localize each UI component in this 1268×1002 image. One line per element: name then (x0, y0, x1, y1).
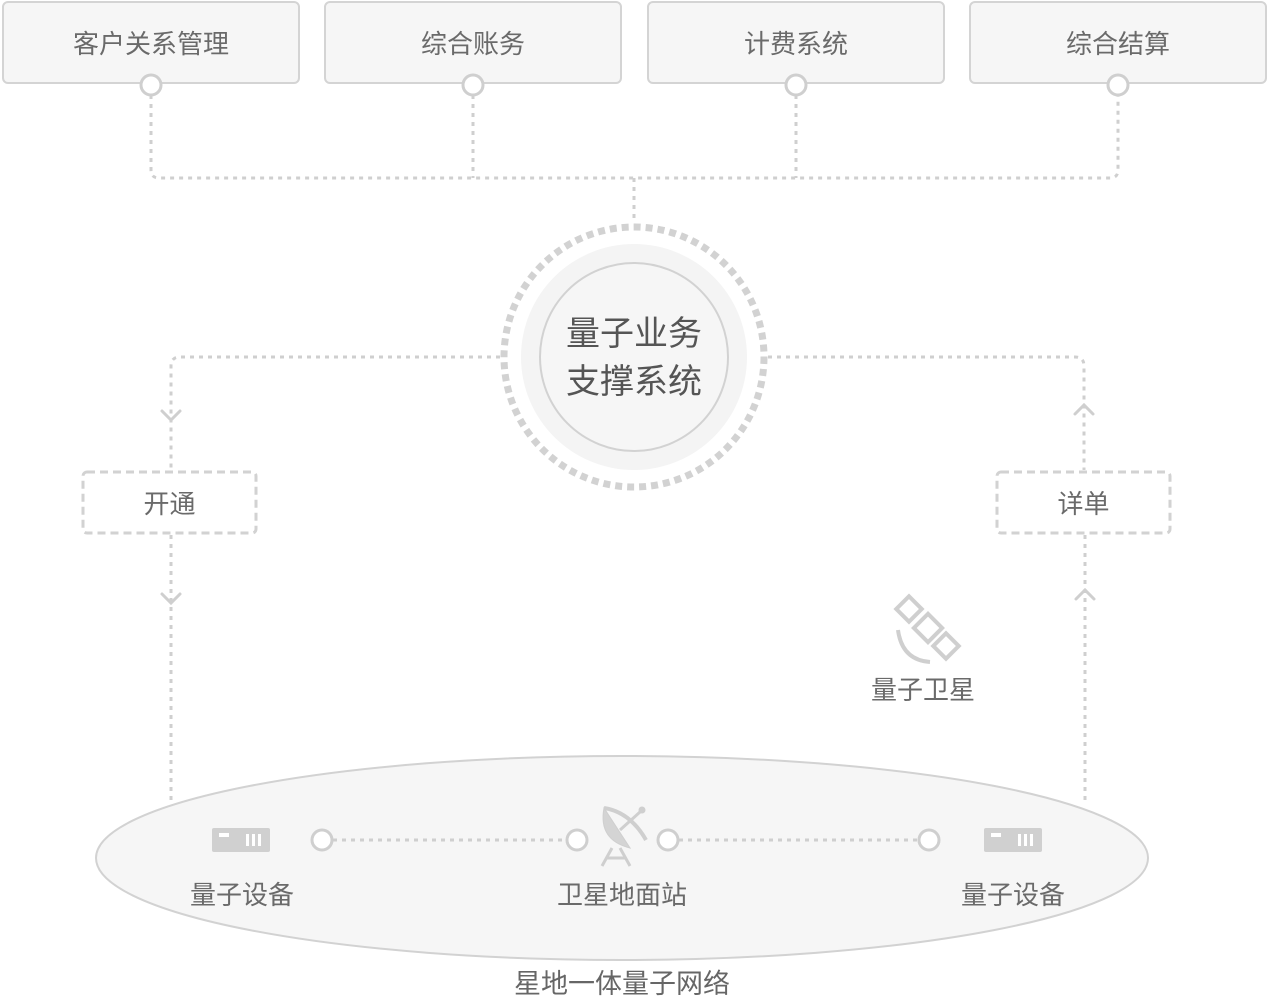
flow-arrows (160, 402, 1096, 606)
top-connectors (149, 95, 1120, 222)
server-icon (212, 828, 270, 852)
connector-circles (139, 73, 1130, 97)
hub-label-line2: 支撑系统 (566, 362, 702, 402)
satellite-label: 量子卫星 (870, 676, 975, 706)
provision-label: 开通 (143, 490, 196, 520)
network-label: 星地一体量子网络 (514, 969, 730, 1000)
top-box-label-crm: 客户关系管理 (72, 30, 229, 60)
satellite-dish-icon (600, 806, 648, 867)
node-label-ground-station: 卫星地面站 (556, 881, 687, 911)
network-node-circles (310, 828, 941, 852)
box-cdr[interactable] (995, 470, 1172, 535)
hub-inner[interactable] (539, 262, 729, 452)
node-label-device-left: 量子设备 (189, 881, 294, 911)
side-connectors (169, 355, 1087, 805)
hub-label-line1: 量子业务 (566, 314, 702, 354)
node-label-device-right: 量子设备 (960, 881, 1065, 911)
hub-outer-ring (500, 223, 768, 491)
top-box-label-billing: 计费系统 (743, 30, 848, 60)
box-provision[interactable] (81, 470, 258, 535)
top-box-label-settlement: 综合结算 (1065, 30, 1170, 60)
satellite-icon (893, 593, 962, 664)
top-box-label-accounting: 综合账务 (420, 30, 525, 60)
server-icon (984, 828, 1042, 852)
cdr-label: 详单 (1057, 490, 1110, 520)
